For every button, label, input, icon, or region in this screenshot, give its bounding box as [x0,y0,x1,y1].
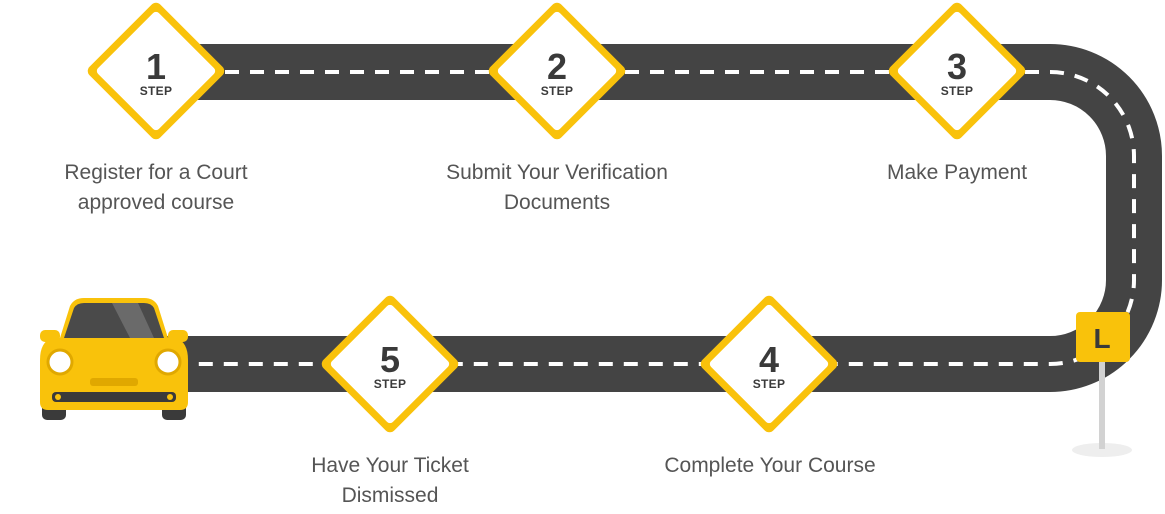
step-3-label: STEP [941,84,974,98]
step-5-caption: Have Your Ticket Dismissed [250,451,530,511]
step-5-caption-line-1: Have Your Ticket [311,454,469,477]
learner-sign: L [1072,312,1132,457]
road [150,44,1162,392]
step-3-caption: Make Payment [817,158,1097,188]
step-1-caption-line-1: Register for a Court [64,161,248,184]
car-fog-light-right [167,394,173,400]
car-bumper [52,392,176,402]
step-1-label: STEP [140,84,173,98]
car-grille [90,378,138,386]
step-2-sign: 2 STEP [488,2,626,140]
step-2-number: 2 [547,46,567,87]
step-4-caption: Complete Your Course [630,451,910,481]
step-4-sign: 4 STEP [700,295,838,433]
step-4-caption-line-1: Complete Your Course [664,454,876,477]
step-5-label: STEP [374,377,407,391]
car-headlight-left [46,348,74,376]
step-3-sign: 3 STEP [888,2,1026,140]
step-3-number: 3 [947,46,967,87]
sign-letter: L [1093,323,1110,354]
step-5-number: 5 [380,339,400,380]
car-icon [40,298,188,420]
car-fog-light-left [55,394,61,400]
step-1-number: 1 [146,46,166,87]
sign-board [1076,312,1130,362]
step-2-label: STEP [541,84,574,98]
step-1-caption-line-2: approved course [77,191,235,214]
step-2-caption-line-2: Documents [503,191,611,214]
step-1-sign: 1 STEP [87,2,225,140]
sign-shadow [1072,443,1132,457]
step-3-caption-line-1: Make Payment [886,161,1028,184]
car-windshield-glare [112,303,154,338]
step-5-sign: 5 STEP [321,295,459,433]
sign-pole [1099,355,1105,449]
step-2-caption-line-1: Submit Your Verification [446,161,668,184]
road-center-line [150,70,1136,366]
step-1-caption: Register for a Court approved course [16,158,296,218]
step-4-number: 4 [759,339,779,380]
step-4-label: STEP [753,377,786,391]
step-5-caption-line-2: Dismissed [341,484,439,507]
step-2-caption: Submit Your Verification Documents [417,158,697,218]
car-headlight-right [154,348,182,376]
